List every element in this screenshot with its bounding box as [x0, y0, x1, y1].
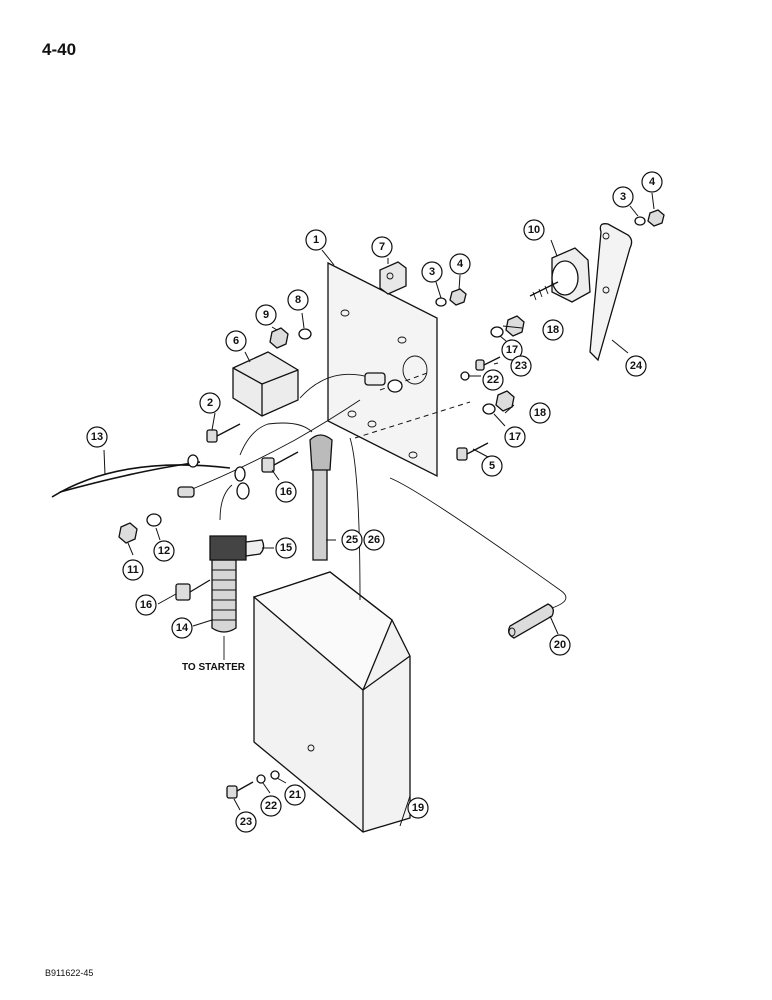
document-code: B911622-45	[45, 968, 94, 978]
callout-4: 4	[449, 253, 471, 275]
callout-26: 26	[363, 529, 385, 551]
svg-text:14: 14	[176, 622, 189, 634]
svg-text:4: 4	[457, 258, 464, 270]
battery-cable-part	[309, 434, 333, 561]
svg-text:23: 23	[240, 816, 252, 828]
callout-18: 18	[529, 402, 551, 424]
svg-text:13: 13	[91, 431, 103, 443]
svg-text:16: 16	[280, 486, 292, 498]
callout-5: 5	[481, 455, 503, 477]
svg-text:17: 17	[509, 431, 521, 443]
svg-text:16: 16	[140, 599, 152, 611]
callout-11: 11	[122, 559, 144, 581]
svg-text:5: 5	[489, 460, 495, 472]
bracket-part	[529, 247, 591, 303]
svg-text:9: 9	[263, 309, 269, 321]
leader-lines	[103, 192, 655, 827]
svg-text:22: 22	[487, 374, 499, 386]
callout-24: 24	[625, 355, 647, 377]
callout-17: 17	[504, 426, 526, 448]
callout-14: 14	[171, 617, 193, 639]
callout-6: 6	[225, 330, 247, 352]
hardware-group	[118, 209, 665, 784]
callout-23: 23	[235, 811, 257, 833]
callout-8: 8	[287, 289, 309, 311]
svg-text:10: 10	[528, 224, 540, 236]
svg-text:11: 11	[127, 564, 139, 576]
callout-22: 22	[260, 795, 282, 817]
svg-text:26: 26	[368, 534, 380, 546]
svg-text:3: 3	[620, 191, 626, 203]
callout-4: 4	[641, 171, 663, 193]
svg-text:21: 21	[289, 789, 301, 801]
svg-text:19: 19	[412, 802, 424, 814]
svg-text:18: 18	[547, 324, 559, 336]
standoff-part	[508, 589, 567, 639]
cover-plate-part	[589, 223, 633, 362]
callout-7: 7	[371, 236, 393, 258]
cable-clamp-part	[209, 535, 265, 561]
svg-text:12: 12	[158, 545, 170, 557]
callout-1: 1	[305, 229, 327, 251]
relay-part	[232, 351, 299, 417]
callout-2: 2	[199, 392, 221, 414]
callout-21: 21	[284, 784, 306, 806]
callout-23: 23	[510, 355, 532, 377]
callout-18: 18	[542, 319, 564, 341]
callout-12: 12	[153, 540, 175, 562]
cover-box-part	[252, 437, 561, 833]
callout-22: 22	[482, 369, 504, 391]
svg-text:18: 18	[534, 407, 546, 419]
wiring-harness	[51, 371, 471, 521]
svg-text:8: 8	[295, 294, 301, 306]
callout-19: 19	[407, 797, 429, 819]
callout-3: 3	[421, 261, 443, 283]
to-starter-label: TO STARTER	[182, 662, 246, 673]
svg-text:3: 3	[429, 266, 435, 278]
callout-15: 15	[275, 537, 297, 559]
callout-17: 17	[501, 339, 523, 361]
svg-text:23: 23	[515, 360, 527, 372]
svg-text:7: 7	[379, 241, 385, 253]
svg-text:15: 15	[280, 542, 292, 554]
svg-text:17: 17	[506, 344, 518, 356]
bolts-group	[175, 356, 501, 799]
svg-text:22: 22	[265, 800, 277, 812]
callout-13: 13	[86, 426, 108, 448]
callout-20: 20	[549, 634, 571, 656]
svg-text:6: 6	[233, 335, 239, 347]
svg-text:1: 1	[313, 234, 319, 246]
callout-25: 25	[341, 529, 363, 551]
svg-text:25: 25	[346, 534, 358, 546]
callout-16: 16	[135, 594, 157, 616]
svg-text:4: 4	[649, 176, 656, 188]
callout-10: 10	[523, 219, 545, 241]
svg-text:2: 2	[207, 397, 213, 409]
page-number: 4-40	[42, 40, 77, 59]
callout-16: 16	[275, 481, 297, 503]
callout-9: 9	[255, 304, 277, 326]
svg-text:24: 24	[630, 360, 643, 372]
mounting-plate-part	[327, 261, 438, 478]
terminal-boot-part	[211, 559, 237, 660]
svg-text:20: 20	[554, 639, 566, 651]
callout-3: 3	[612, 186, 634, 208]
spacer-part	[379, 261, 407, 295]
